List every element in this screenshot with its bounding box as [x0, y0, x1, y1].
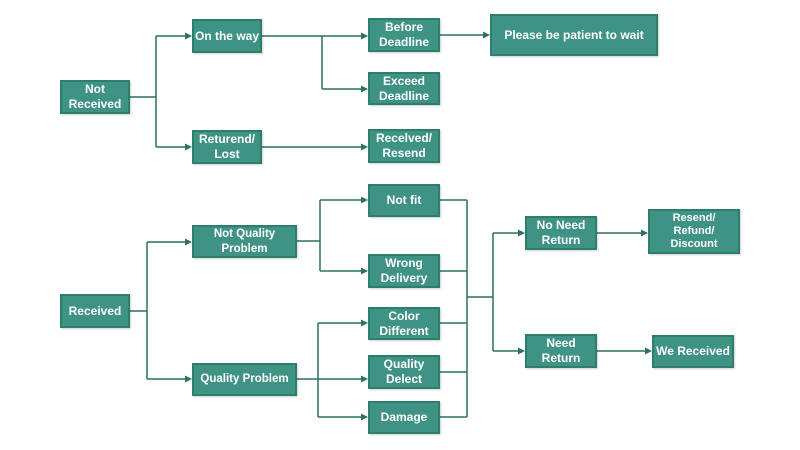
connector: [130, 36, 157, 147]
node-quality-delect: Quality Delect: [368, 355, 440, 389]
connector: [130, 242, 148, 379]
node-please-be-patient-to-wait: Please be patient to wait: [490, 14, 658, 56]
node-damage: Damage: [368, 401, 440, 434]
node-before-deadline: Before Deadline: [368, 18, 440, 52]
node-on-the-way: On the way: [192, 19, 262, 53]
node-not-received: Not Received: [60, 80, 130, 114]
node-not-fit: Not fit: [368, 184, 440, 217]
node-need-return: Need Return: [525, 334, 597, 368]
node-quality-problem: Quality Problem: [192, 363, 297, 396]
node-returned-lost: Returend/ Lost: [192, 130, 262, 164]
node-resend-refund-discount: Resend/ Refund/ Discount: [648, 209, 740, 254]
node-received: Received: [60, 294, 130, 328]
node-we-received: We Received: [652, 335, 734, 368]
node-wrong-delivery: Wrong Delivery: [368, 254, 440, 288]
node-exceed-deadline: Exceed Deadline: [368, 72, 440, 105]
connector: [440, 199, 494, 418]
node-not-quality-problem: Not Quality Problem: [192, 225, 297, 258]
node-no-need-return: No Need Return: [525, 216, 597, 250]
node-color-different: Color Different: [368, 307, 440, 340]
connector: [297, 200, 321, 271]
node-received-resend: Recelved/ Resend: [368, 129, 440, 163]
